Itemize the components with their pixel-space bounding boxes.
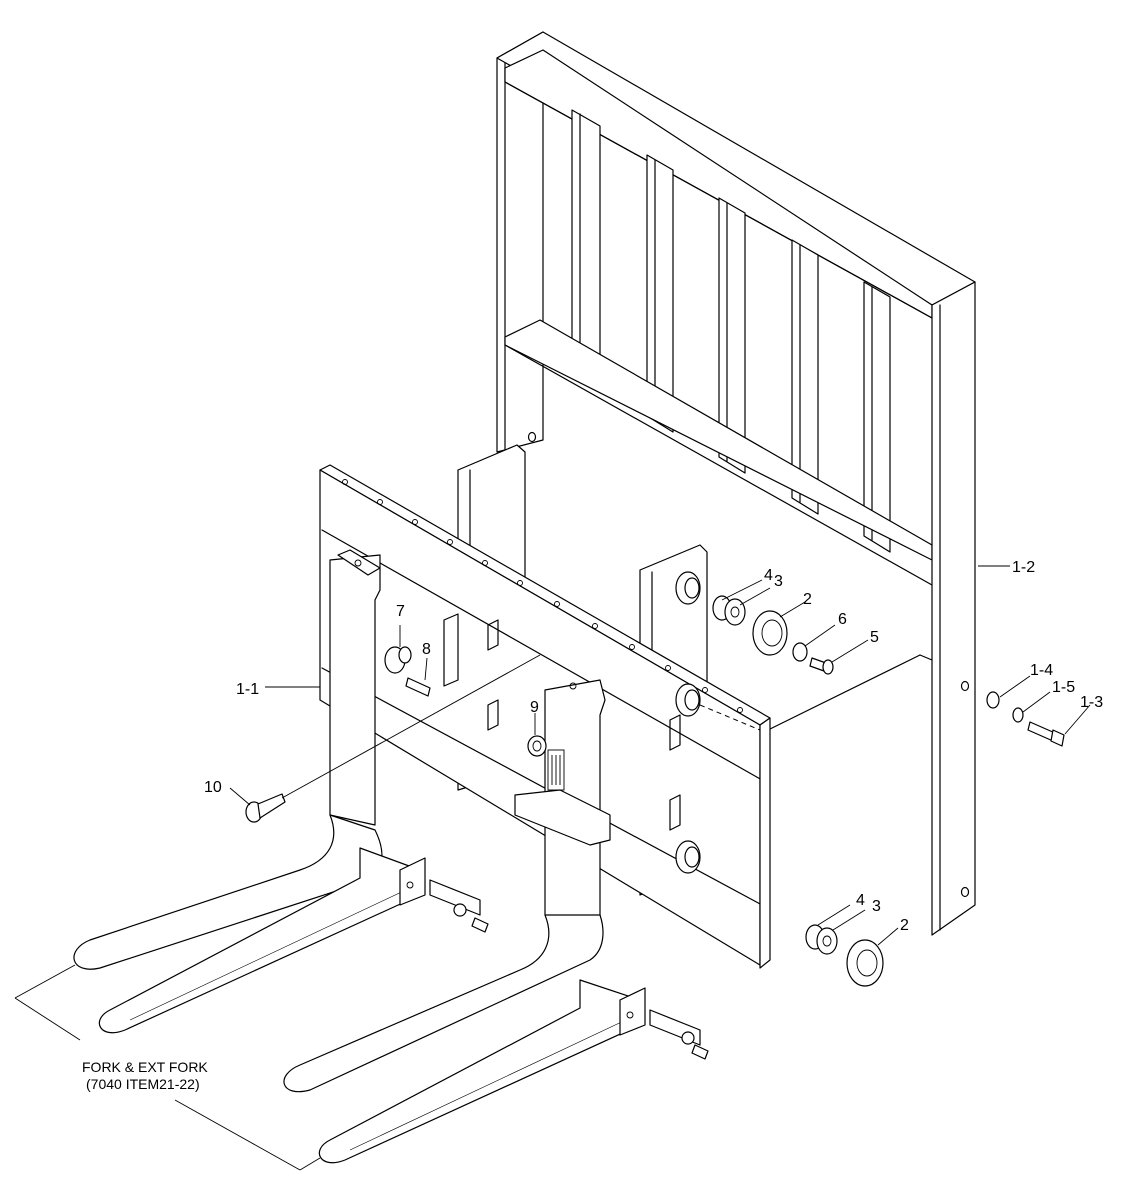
fork-note-bracket: [14, 964, 321, 1171]
part-2-bearing-upper: [752, 610, 788, 656]
carriage-roller-lower: [675, 840, 701, 874]
carriage-roller-middle: [675, 683, 701, 717]
callout-labels: 1-1 1-2 1-3 1-4 1-5 2 2 3 3 4 4 5 6 7 8 …: [204, 559, 1103, 934]
fork-note-line1: FORK & EXT FORK: [82, 1059, 208, 1075]
callout-6: 6: [838, 611, 847, 628]
part-2-bearing-lower: [846, 939, 884, 987]
part-3-washer-upper: [724, 598, 746, 626]
callout-1-1: 1-1: [236, 681, 259, 698]
callout-1-2: 1-2: [1012, 559, 1035, 576]
part-3-washer-lower: [816, 927, 838, 955]
part-1-4-washer: [986, 691, 1000, 709]
part-6-washer: [792, 642, 808, 662]
callout-4-upper: 4: [764, 567, 773, 584]
callout-7: 7: [396, 603, 405, 620]
part-10-bolt: [245, 793, 286, 823]
callout-8: 8: [422, 641, 431, 658]
part-1-3-bolt: [1027, 721, 1065, 747]
callout-1-5: 1-5: [1052, 679, 1075, 696]
callout-10: 10: [204, 779, 222, 796]
fork-carriage: [319, 444, 771, 969]
part-5-screw: [809, 657, 834, 675]
backrest-frame: [496, 31, 976, 936]
fork-note: FORK & EXT FORK (7040 ITEM21-22): [82, 1059, 208, 1092]
callout-4-lower: 4: [856, 892, 865, 909]
callout-5: 5: [870, 629, 879, 646]
callout-1-3: 1-3: [1080, 694, 1103, 711]
part-1-5-lockwasher: [1012, 707, 1024, 723]
callout-9: 9: [530, 699, 539, 716]
callout-3-upper: 3: [774, 573, 783, 590]
part-9-nut: [527, 735, 547, 757]
callout-2-lower: 2: [900, 917, 909, 934]
left-fork: [73, 549, 489, 1034]
fork-note-line2: (7040 ITEM21-22): [86, 1076, 200, 1092]
callout-3-lower: 3: [872, 898, 881, 915]
part-8-pin: [405, 677, 431, 697]
right-fork: [283, 679, 709, 1164]
leader-lines: [229, 565, 1091, 946]
carriage-roller-upper: [675, 571, 701, 605]
callout-1-4: 1-4: [1030, 662, 1053, 679]
part-7-roller-stud: [384, 646, 412, 674]
callout-2-upper: 2: [803, 591, 812, 608]
